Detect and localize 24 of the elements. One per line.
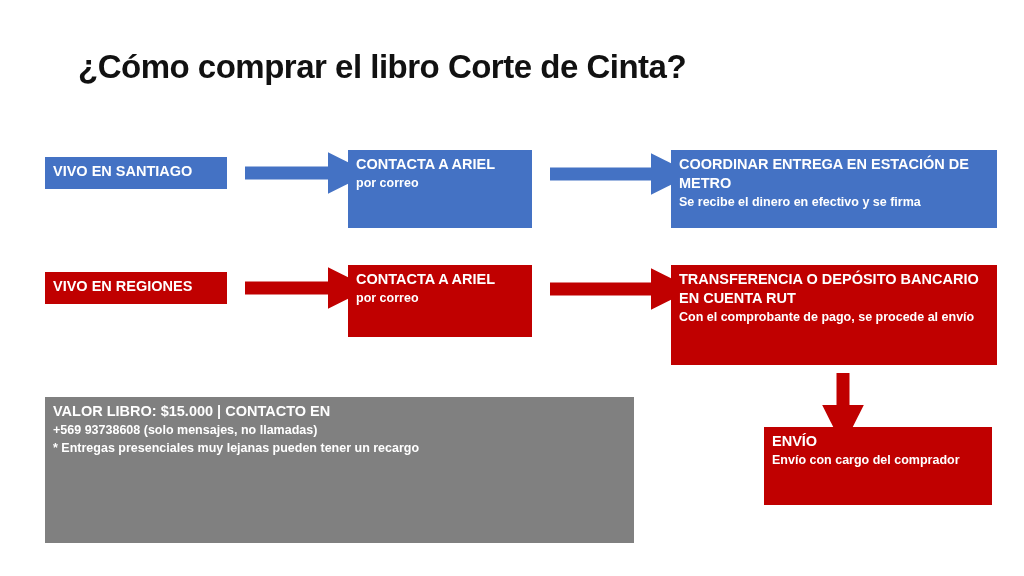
box-text: por correo bbox=[356, 175, 420, 192]
box-heading: CONTACTA A ARIEL bbox=[356, 155, 497, 174]
box-heading: TRANSFERENCIA O DEPÓSITO BANCARIO EN CUENTA RUT bbox=[679, 270, 980, 308]
process-box bbox=[671, 150, 997, 228]
box-heading: ENVÍO bbox=[772, 432, 819, 451]
box-heading: COORDINAR ENTREGA EN ESTACIÓN DE METRO bbox=[679, 155, 970, 193]
box-text: +569 93738608 (solo mensajes, no llamadas) bbox=[53, 422, 319, 439]
process-box bbox=[45, 272, 227, 304]
box-heading: VIVO EN REGIONES bbox=[53, 277, 194, 296]
process-box bbox=[45, 157, 227, 189]
box-heading: VALOR LIBRO: $15.000 | CONTACTO EN bbox=[53, 402, 332, 421]
process-box bbox=[348, 150, 532, 228]
box-heading: CONTACTA A ARIEL bbox=[356, 270, 497, 289]
box-text: Envío con cargo del comprador bbox=[772, 452, 961, 469]
box-text: Se recibe el dinero en efectivo y se firma bbox=[679, 194, 922, 211]
box-text: por correo bbox=[356, 290, 420, 307]
process-box bbox=[348, 265, 532, 337]
box-text: Con el comprobante de pago, se procede al envío bbox=[679, 309, 976, 326]
info-panel bbox=[45, 397, 634, 543]
box-text: * Entregas presenciales muy lejanas pueden tener un recargo bbox=[53, 440, 421, 457]
process-box bbox=[764, 427, 992, 505]
process-box bbox=[671, 265, 997, 365]
title: ¿Cómo comprar el libro Corte de Cinta? bbox=[78, 48, 687, 86]
box-heading: VIVO EN SANTIAGO bbox=[53, 162, 194, 181]
